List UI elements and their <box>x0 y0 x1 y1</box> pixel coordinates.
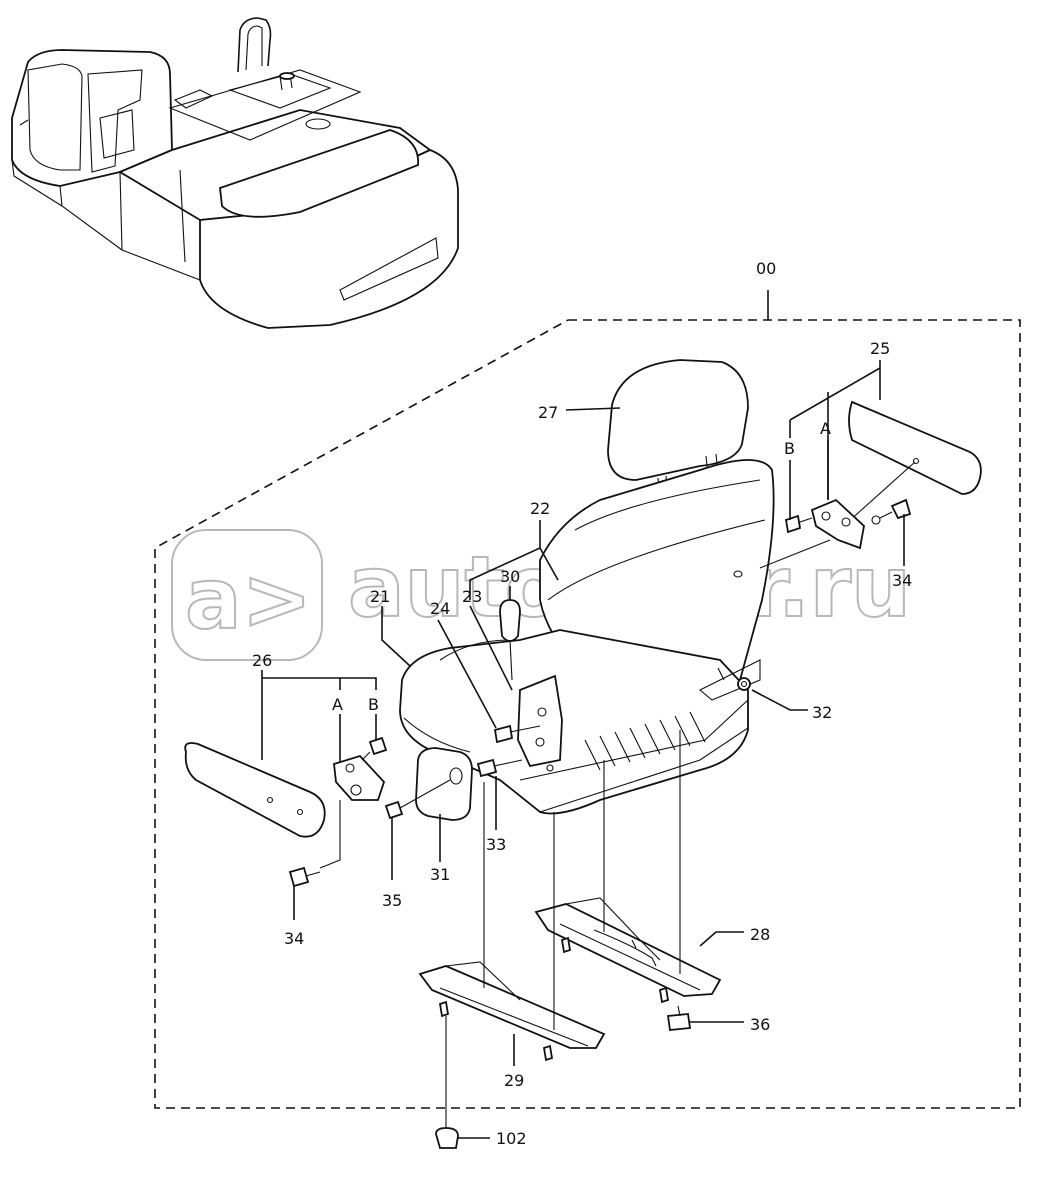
callout-35: 35 <box>382 891 402 910</box>
side-pad <box>384 747 473 821</box>
callout-21: 21 <box>370 587 390 606</box>
leader-lines <box>261 360 905 1139</box>
recline-knob <box>499 599 521 642</box>
armrest-left-pad <box>184 742 326 838</box>
callout-28: 28 <box>750 925 770 944</box>
slide-rails <box>418 730 722 1149</box>
watermark-logo-box <box>171 529 323 661</box>
callout-24: 24 <box>430 599 450 618</box>
assembly-boundary <box>154 319 1021 1109</box>
side-pad-block <box>415 747 473 821</box>
callout-23: 23 <box>462 587 482 606</box>
nut-36 <box>666 1013 692 1031</box>
armrest-left <box>184 736 388 888</box>
nut-102 <box>435 1127 459 1149</box>
callout-33: 33 <box>486 835 506 854</box>
armrest-right-pad <box>848 400 982 495</box>
callout-32: 32 <box>812 703 832 722</box>
callout-102: 102 <box>496 1129 527 1148</box>
headrest <box>607 359 749 481</box>
callout-22: 22 <box>530 499 550 518</box>
callout-26: 26 <box>252 651 272 670</box>
callout-36: 36 <box>750 1015 770 1034</box>
callout-30: 30 <box>500 567 520 586</box>
base-hatching <box>584 711 706 771</box>
hinge-bracket <box>517 674 563 768</box>
branch-letter-right-a: A <box>820 419 831 438</box>
branch-letter-left-b: B <box>368 695 379 714</box>
branch-letter-right-b: B <box>784 439 795 458</box>
callout-29: 29 <box>504 1071 524 1090</box>
callout-34-left: 34 <box>284 929 304 948</box>
branch-letter-left-a: A <box>332 695 343 714</box>
armrest-right <box>759 400 982 569</box>
callout-00: 00 <box>756 259 776 278</box>
callout-31: 31 <box>430 865 450 884</box>
callout-25: 25 <box>870 339 890 358</box>
seat-assembly <box>399 359 775 815</box>
callout-27: 27 <box>538 403 558 422</box>
watermark-logo-glyph: a> <box>185 550 312 648</box>
callout-labels: 00 25 27 22 30 21 24 23 26 34 32 33 31 3… <box>252 259 912 1148</box>
callout-34-right: 34 <box>892 571 912 590</box>
excavator-locator-illustration <box>11 17 459 329</box>
